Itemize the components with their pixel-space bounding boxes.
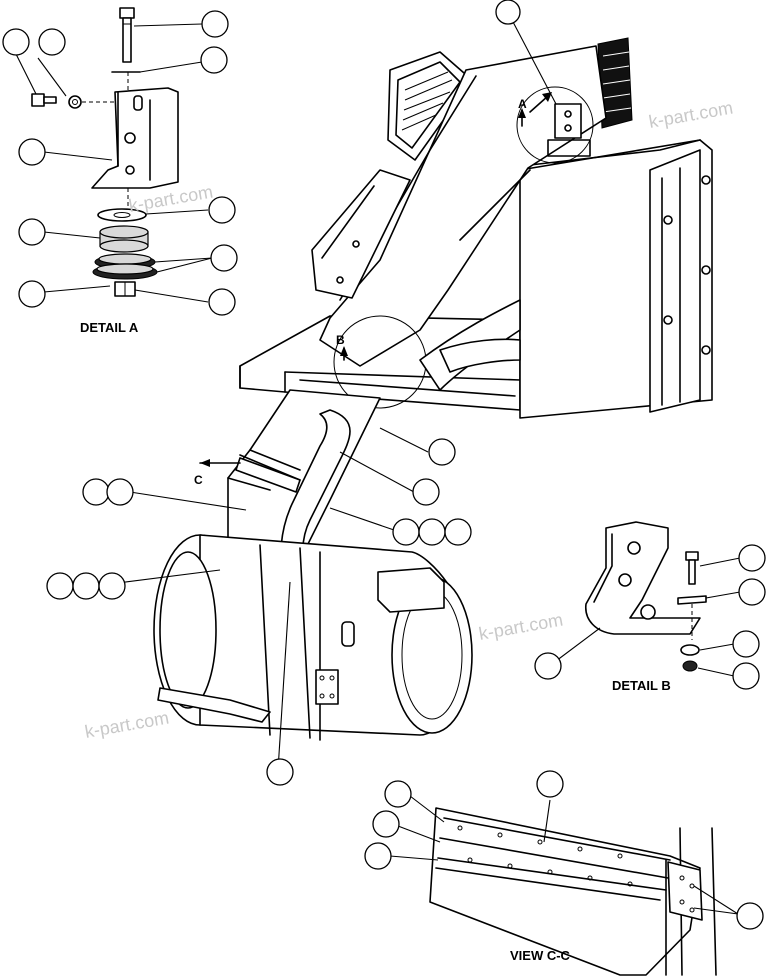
- callout-balloon: [2, 28, 30, 56]
- view-cc-drawing: [429, 807, 717, 976]
- callout-balloon: [384, 780, 412, 808]
- callout-balloon: [495, 0, 521, 25]
- callout-balloon: [208, 196, 236, 224]
- callout-balloon: [200, 46, 228, 74]
- callout-balloon: [392, 518, 420, 546]
- main-assembly-drawing: [153, 37, 713, 741]
- detail-b-title: DETAIL B: [612, 678, 671, 693]
- watermark-text: k-part.com: [647, 97, 734, 131]
- callout-balloon: [18, 138, 46, 166]
- detail-a-title: DETAIL A: [80, 320, 139, 335]
- callout-balloon: [106, 478, 134, 506]
- leader-lines: [15, 19, 741, 915]
- callout-balloon: [418, 518, 446, 546]
- reference-balloons: [2, 0, 766, 930]
- callout-balloon: [98, 572, 126, 600]
- callout-balloon: [444, 518, 472, 546]
- callout-balloon: [732, 630, 760, 658]
- grille-slots: [401, 71, 453, 131]
- callout-balloon: [82, 478, 110, 506]
- callout-balloon: [18, 218, 46, 246]
- callout-balloon: [266, 758, 294, 786]
- callout-balloon: [428, 438, 456, 466]
- callout-balloon: [210, 244, 238, 272]
- callout-balloon: [201, 10, 229, 38]
- callout-balloon: [412, 478, 440, 506]
- watermark-text: k-part.com: [83, 707, 170, 741]
- callout-balloon: [208, 288, 236, 316]
- callout-balloon: [46, 572, 74, 600]
- callout-balloon: [732, 662, 760, 690]
- callout-balloon: [72, 572, 100, 600]
- callout-balloon: [536, 770, 564, 798]
- view-c-marker: C: [194, 473, 203, 487]
- callout-balloon: [38, 28, 66, 56]
- callout-balloon: [736, 902, 764, 930]
- detail-a-marker: A: [518, 97, 527, 111]
- detail-b-drawing: [585, 521, 707, 672]
- detail-b-marker: B: [336, 333, 345, 347]
- hinge-holes: [457, 825, 695, 913]
- watermark-text: k-part.com: [477, 609, 564, 643]
- view-cc-title: VIEW C-C: [510, 948, 571, 963]
- callout-balloon: [738, 544, 766, 572]
- callout-balloon: [534, 652, 562, 680]
- detail-a-drawing: [31, 7, 179, 297]
- callout-balloon: [364, 842, 392, 870]
- callout-balloon: [372, 810, 400, 838]
- callout-balloon: [18, 280, 46, 308]
- callout-balloon: [738, 578, 766, 606]
